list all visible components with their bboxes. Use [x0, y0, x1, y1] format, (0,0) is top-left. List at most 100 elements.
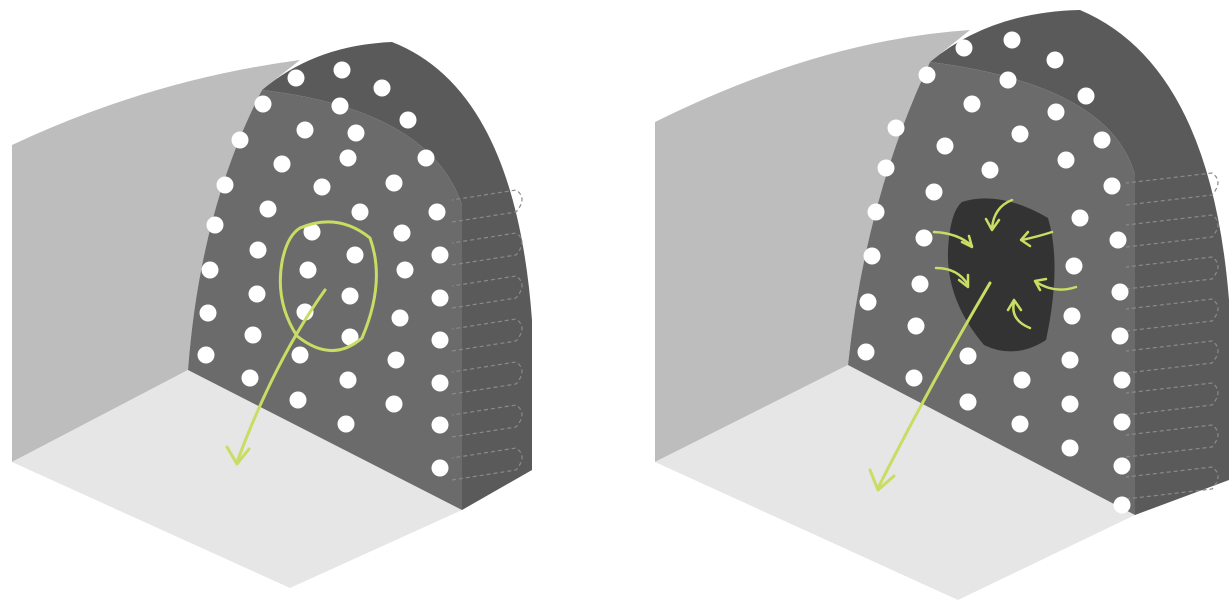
- dashed-loop: [451, 447, 523, 481]
- drill-hole-dot: [346, 246, 364, 264]
- drill-hole-dot: [337, 415, 355, 433]
- drill-hole-dot: [296, 121, 314, 139]
- drill-hole-dot: [963, 95, 981, 113]
- dashed-loops: [1125, 172, 1219, 500]
- circled-region: [278, 220, 378, 352]
- drill-hole-dot: [959, 347, 977, 365]
- drill-hole-dot: [259, 200, 277, 218]
- left-wall: [12, 60, 300, 462]
- drill-hole-dot: [273, 155, 291, 173]
- drill-hole-dot: [1047, 103, 1065, 121]
- drill-hole-dot: [1057, 151, 1075, 169]
- drill-hole-dot: [887, 119, 905, 137]
- drill-hole-dot: [925, 183, 943, 201]
- dot-grid: [197, 61, 449, 477]
- drill-hole-dot: [231, 131, 249, 149]
- drill-hole-dot: [1109, 231, 1127, 249]
- drill-hole-dot: [197, 346, 215, 364]
- drill-hole-dot: [1011, 415, 1029, 433]
- dashed-loop: [1125, 214, 1219, 248]
- inward-arrow-head: [1006, 298, 1023, 312]
- drill-hole-dot: [373, 79, 391, 97]
- dashed-loop: [1125, 340, 1219, 374]
- drill-hole-dot: [1065, 257, 1083, 275]
- drill-hole-dot: [918, 66, 936, 84]
- drill-hole-dot: [1111, 283, 1129, 301]
- excavated-hole: [947, 198, 1055, 352]
- dashed-loop: [1125, 382, 1219, 416]
- inward-arrow: [1020, 230, 1054, 242]
- dashed-loop: [451, 361, 523, 395]
- drill-hole-dot: [291, 346, 309, 364]
- drill-hole-dot: [1061, 395, 1079, 413]
- floor: [12, 370, 462, 588]
- left-wall: [655, 30, 970, 462]
- dashed-loop: [451, 232, 523, 266]
- drill-hole-dot: [393, 224, 411, 242]
- drill-hole-dot: [339, 149, 357, 167]
- inward-arrow-head: [957, 273, 970, 289]
- drill-hole-dot: [877, 159, 895, 177]
- drill-hole-dot: [936, 137, 954, 155]
- inward-arrow-head: [960, 234, 974, 249]
- drill-hole-dot: [313, 178, 331, 196]
- drill-hole-dot: [955, 39, 973, 57]
- drill-hole-dot: [249, 241, 267, 259]
- drill-hole-dot: [399, 111, 417, 129]
- drill-hole-dot: [299, 261, 317, 279]
- drill-hole-dot: [915, 229, 933, 247]
- drill-hole-dot: [199, 304, 217, 322]
- drill-hole-dot: [1103, 177, 1121, 195]
- panel-right: [655, 10, 1229, 600]
- drill-hole-dot: [296, 303, 314, 321]
- drill-hole-dot: [396, 261, 414, 279]
- panel-left: [12, 42, 532, 588]
- floor: [655, 365, 1135, 600]
- drill-hole-dot: [959, 393, 977, 411]
- dashed-loop: [1125, 424, 1219, 458]
- extraction-arrow-head: [868, 468, 896, 492]
- drill-hole-dot: [385, 174, 403, 192]
- drill-hole-dot: [857, 343, 875, 361]
- drill-hole-dot: [1011, 125, 1029, 143]
- drill-hole-dot: [201, 261, 219, 279]
- extraction-arrow: [235, 288, 327, 464]
- drill-hole-dot: [289, 391, 307, 409]
- drill-hole-dot: [907, 317, 925, 335]
- extraction-arrow-head: [225, 445, 251, 466]
- drill-hole-dot: [1061, 351, 1079, 369]
- drill-hole-dot: [1113, 371, 1131, 389]
- side-face: [262, 42, 532, 510]
- drill-hole-dot: [1071, 209, 1089, 227]
- drill-hole-dot: [254, 95, 272, 113]
- dashed-loop: [1125, 256, 1219, 290]
- drill-hole-dot: [981, 161, 999, 179]
- drill-hole-dot: [387, 351, 405, 369]
- drill-hole-dot: [244, 326, 262, 344]
- extraction-arrow: [876, 281, 992, 490]
- drill-hole-dot: [1113, 496, 1131, 514]
- drill-hole-dot: [347, 124, 365, 142]
- drill-hole-dot: [206, 216, 224, 234]
- drill-hole-dot: [417, 149, 435, 167]
- inward-arrow-head: [984, 217, 1001, 232]
- drill-hole-dot: [911, 275, 929, 293]
- inward-arrow: [934, 266, 970, 287]
- dashed-loop: [451, 275, 523, 309]
- inward-arrow-head: [1019, 230, 1032, 248]
- drill-hole-dot: [339, 371, 357, 389]
- drill-hole-dot: [333, 61, 351, 79]
- drill-hole-dot: [216, 176, 234, 194]
- drill-hole-dot: [867, 203, 885, 221]
- drill-hole-dot: [431, 331, 449, 349]
- inward-arrows: [932, 198, 1078, 330]
- drill-hole-dot: [331, 97, 349, 115]
- drill-hole-dot: [431, 289, 449, 307]
- drill-hole-dot: [303, 223, 321, 241]
- drill-hole-dot: [905, 369, 923, 387]
- drill-hole-dot: [287, 69, 305, 87]
- drill-hole-dot: [1093, 131, 1111, 149]
- drill-hole-dot: [431, 459, 449, 477]
